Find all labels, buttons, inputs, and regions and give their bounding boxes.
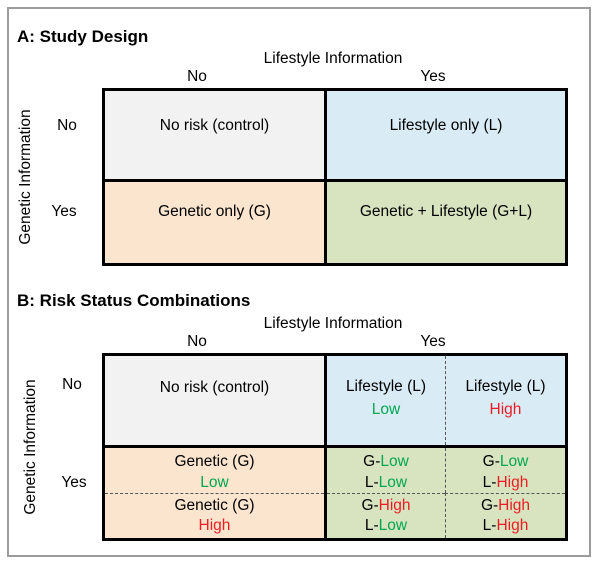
panel-b-col-header-no: No xyxy=(187,333,207,350)
quadrant-ghigh-llow: G-High L-Low xyxy=(327,493,445,538)
panel-b-row-header-yes: Yes xyxy=(61,474,87,491)
g-line: G-Low xyxy=(482,453,529,470)
lifestyle-name: Lifestyle (L) xyxy=(345,378,427,395)
panel-a-col-header-no: No xyxy=(187,68,207,85)
cell-a-genetic-plus-lifestyle: Genetic + Lifestyle (G+L) xyxy=(327,182,565,263)
panel-b-col-header-yes: Yes xyxy=(420,333,446,350)
genetic-low-level: Low xyxy=(200,474,229,491)
panel-a-title: A: Study Design xyxy=(17,27,149,46)
panel-b-row-header-no: No xyxy=(62,376,82,393)
lifestyle-name: Lifestyle (L) xyxy=(465,378,546,395)
lifestyle-high-level: High xyxy=(489,401,522,418)
panel-b-title: B: Risk Status Combinations xyxy=(17,291,251,310)
l-line: L-High xyxy=(482,474,529,491)
lifestyle-low-level: Low xyxy=(371,401,401,418)
genetic-high-level: High xyxy=(198,517,231,534)
genetic-name: Genetic (G) xyxy=(174,497,255,514)
panel-b-table: No risk (control) Lifestyle (L) Low Life… xyxy=(102,353,568,541)
panel-a-row-header-no: No xyxy=(57,117,77,134)
cell-b-no-risk-control: No risk (control) xyxy=(105,356,327,448)
cell-b-lifestyle: Lifestyle (L) Low Lifestyle (L) High xyxy=(327,356,565,448)
cell-b-lifestyle-low: Lifestyle (L) Low xyxy=(327,356,445,445)
l-line: L-Low xyxy=(364,517,408,534)
panel-a-row-axis-label: Genetic Information xyxy=(17,109,34,245)
cell-a-lifestyle-only: Lifestyle only (L) xyxy=(327,91,565,182)
panel-a-row-header-yes: Yes xyxy=(51,203,77,220)
cell-a-genetic-only: Genetic only (G) xyxy=(105,182,327,263)
cell-b-genetic-low: Genetic (G) Low xyxy=(105,448,324,493)
g-line: G-High xyxy=(361,497,411,514)
cell-b-genetic: Genetic (G) Low Genetic (G) High xyxy=(105,448,327,538)
panel-a-col-header-yes: Yes xyxy=(420,68,446,85)
quadrant-glow-llow: G-Low L-Low xyxy=(327,448,445,493)
l-line: L-High xyxy=(482,517,529,534)
cell-b-lifestyle-high: Lifestyle (L) High xyxy=(445,356,565,445)
quadrant-ghigh-lhigh: G-High L-High xyxy=(445,493,565,538)
cell-b-genetic-high: Genetic (G) High xyxy=(105,493,324,536)
quadrant-glow-lhigh: G-Low L-High xyxy=(445,448,565,493)
panel-a-col-axis-label: Lifestyle Information xyxy=(263,50,403,67)
cell-a-no-risk-control: No risk (control) xyxy=(105,91,327,182)
panel-a-table: No risk (control) Lifestyle only (L) Gen… xyxy=(102,88,568,266)
cell-b-genetic-lifestyle-combinations: G-Low L-Low G-Low L-High G-High L-Low G-… xyxy=(327,448,565,538)
genetic-name: Genetic (G) xyxy=(174,453,255,470)
g-line: G-Low xyxy=(363,453,409,470)
figure-outer-frame xyxy=(7,7,591,557)
g-line: G-High xyxy=(480,497,531,514)
l-line: L-Low xyxy=(364,474,408,491)
panel-b-col-axis-label: Lifestyle Information xyxy=(263,315,403,332)
panel-b-row-axis-label: Genetic Information xyxy=(22,379,39,515)
